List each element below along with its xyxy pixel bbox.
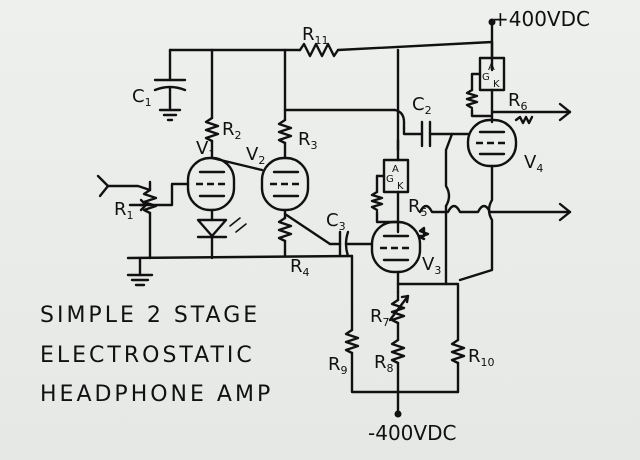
cathode-network (344, 132, 466, 418)
r9-label: R9 (328, 354, 348, 377)
ccs-v3-a-label: A (392, 164, 399, 175)
r5-label: R5 (408, 196, 428, 219)
tube-v4 (458, 115, 534, 282)
component-labels: +400VDC -400VDC R11 C1 R2 R3 R1 R4 C3 C2… (114, 7, 590, 445)
c1-label: C1 (132, 86, 152, 109)
positive-supply-label: +400VDC (492, 7, 590, 31)
r1-label: R1 (114, 199, 134, 222)
title-line-2: ELECTROSTATIC (40, 343, 255, 368)
ccs-block-v4 (465, 40, 572, 124)
resistor-r4 (277, 212, 332, 258)
r3-label: R3 (298, 129, 318, 152)
r7-label: R7 (370, 306, 390, 329)
capacitor-c3 (328, 230, 374, 258)
ground-bus (126, 254, 354, 287)
v3-label: V3 (422, 254, 441, 277)
capacitor-c1 (153, 48, 187, 122)
led-diode (196, 217, 247, 260)
v1-label: V1 (196, 138, 215, 161)
positive-supply-terminal (488, 18, 496, 26)
negative-supply-label: -400VDC (368, 421, 456, 445)
resistor-r2 (204, 48, 220, 160)
c2-label: C2 (412, 94, 432, 117)
title-line-3: HEADPHONE AMP (40, 382, 274, 407)
ccs-v4-g-label: G (482, 72, 490, 83)
ccs-v3-k-label: K (397, 181, 404, 192)
ccs-v4-k-label: K (493, 79, 500, 90)
input-jack (96, 174, 152, 198)
r4-label: R4 (290, 256, 310, 279)
tube-v2 (210, 156, 310, 220)
ccs-v4-a-label: A (488, 62, 495, 73)
v4-label: V4 (524, 152, 543, 175)
r11-label: R11 (302, 24, 329, 47)
c3-label: C3 (326, 210, 346, 233)
r8-label: R8 (374, 352, 394, 375)
ccs-v3-g-label: G (386, 174, 394, 185)
potentiometer-r1 (128, 180, 158, 260)
r6-label: R6 (508, 90, 528, 113)
negative-supply-terminal (394, 410, 402, 418)
title-line-1: SIMPLE 2 STAGE (40, 303, 261, 328)
tube-v1 (138, 156, 236, 222)
top-rail (168, 18, 496, 72)
r2-label: R2 (222, 119, 242, 142)
ccs-block-v3 (370, 158, 410, 234)
r10-label: R10 (468, 346, 495, 369)
v2-label: V2 (246, 144, 265, 167)
resistor-r3 (277, 48, 293, 160)
tube-v3 (370, 220, 430, 294)
capacitor-c2 (396, 120, 572, 222)
